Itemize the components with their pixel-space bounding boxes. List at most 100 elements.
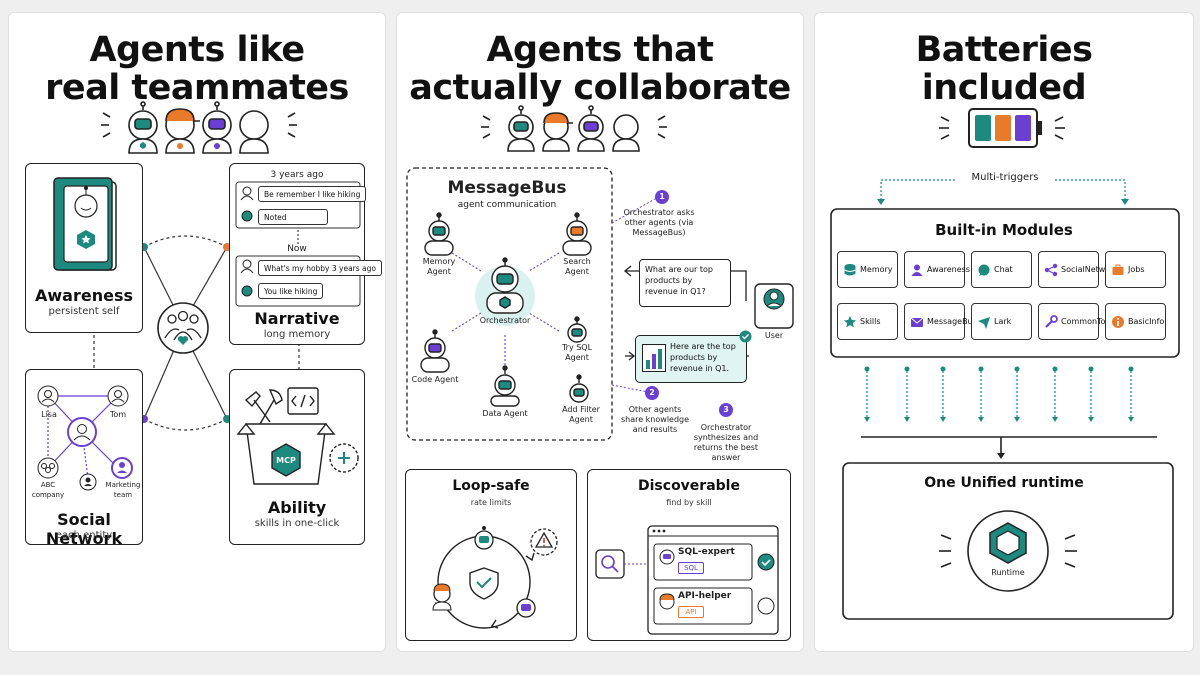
person-icon — [911, 264, 923, 276]
skill-tag: SQL — [678, 562, 704, 574]
awareness-card: Awareness persistent self — [25, 163, 143, 333]
agent-label: Search Agent — [563, 257, 591, 276]
runtime-label: Runtime — [991, 568, 1025, 577]
person-orange-cap-icon — [165, 108, 200, 154]
node-label: Lisa — [41, 410, 57, 419]
loop-safe-subtitle: rate limits — [470, 498, 512, 507]
connector-arrowhead — [1128, 417, 1134, 422]
briefcase-icon — [1112, 264, 1124, 275]
avatar-center-icon — [67, 417, 97, 447]
person-plain-icon — [239, 110, 269, 154]
connector-dot — [904, 366, 910, 372]
step-2-text: Other agents share knowledge and results — [620, 405, 690, 434]
connector-arrowhead — [904, 417, 910, 422]
message-bubble: You like hiking — [258, 283, 324, 299]
node-label: Tom — [109, 410, 127, 419]
network-lines — [93, 235, 300, 431]
module-label: CommonTools — [1061, 317, 1117, 326]
module-label: Skills — [860, 317, 881, 326]
search-icon — [595, 549, 625, 579]
now-label: Now — [287, 244, 307, 254]
awareness-subtitle: persistent self — [48, 306, 120, 317]
title-line-1: Agents like — [89, 30, 305, 70]
module-label: MessageBus — [927, 317, 977, 326]
passport-icon — [53, 177, 117, 271]
skill-name: API-helper — [678, 591, 732, 601]
skill-name: SQL-expert — [678, 547, 735, 557]
node-label: Marketing team — [105, 481, 141, 499]
answer-bubble: Here are the top products by revenue in … — [635, 330, 752, 383]
info-icon — [1112, 315, 1124, 328]
module-messagebus: MessageBus — [904, 303, 977, 340]
module-chat: Chat — [971, 251, 1032, 288]
wrench-icon — [1045, 314, 1058, 328]
messagebus-frame — [406, 167, 613, 441]
mcp-badge-icon — [271, 443, 301, 477]
user-avatar-icon — [240, 186, 254, 201]
step-1-text: Orchestrator asks other agents (via Mess… — [623, 208, 695, 237]
filter-agent-icon — [569, 374, 589, 403]
robots-row — [101, 101, 297, 154]
narrative-title: Narrative — [254, 309, 340, 328]
search-agent-icon — [562, 212, 592, 256]
module-socialnetwork: SocialNetwork — [1038, 251, 1118, 288]
ability-title: Ability — [267, 498, 327, 517]
connector-dot — [1052, 366, 1058, 372]
module-label: Lark — [994, 317, 1012, 326]
panel-title: Batteries included — [815, 31, 1193, 107]
ability-subtitle: skills in one-click — [254, 518, 340, 529]
step-1-badge: 1 — [655, 190, 669, 204]
send-icon — [978, 316, 990, 329]
user-label: User — [764, 331, 784, 340]
bot-purple-icon — [202, 101, 232, 154]
bot-purple-icon — [577, 105, 605, 152]
connector-arrowhead — [1052, 417, 1058, 422]
connector-arrowhead — [1088, 417, 1094, 422]
module-commontools: CommonTools — [1038, 303, 1117, 340]
data-agent-icon — [490, 365, 520, 407]
person-api-icon — [659, 593, 675, 610]
loop-safe-title: Loop-safe — [452, 478, 530, 494]
selected-check-icon — [757, 553, 775, 571]
title-line-2: actually collaborate — [409, 68, 791, 108]
module-label: Awareness — [927, 265, 970, 274]
mail-icon — [910, 317, 924, 327]
agent-label: Memory Agent — [422, 257, 456, 276]
module-memory: Memory — [837, 251, 898, 288]
connector-arrowhead — [1014, 417, 1020, 422]
user-avatar-icon — [240, 259, 254, 274]
connector-dot — [1014, 366, 1020, 372]
node-label: ABC company — [31, 481, 65, 499]
user-icon — [754, 283, 794, 329]
mcp-label: MCP — [276, 456, 296, 465]
title-line-2: real teammates — [45, 68, 349, 108]
unselected-circle-icon — [757, 597, 775, 615]
warning-icon — [530, 528, 558, 556]
step-2-badge: 2 — [645, 386, 659, 400]
connector-arrowhead — [940, 417, 946, 422]
team-center-icon — [157, 302, 209, 354]
runtime-title: One Unified runtime — [924, 475, 1084, 491]
code-agent-icon — [420, 329, 450, 373]
bot-purple-icon — [516, 598, 536, 618]
module-awareness: Awareness — [904, 251, 970, 288]
down-arrows — [864, 366, 1134, 422]
panel2-graphics — [406, 105, 794, 441]
bot-top-icon — [474, 526, 494, 550]
messagebus-subtitle: agent communication — [457, 200, 557, 210]
agent-label: Orchestrator — [479, 316, 531, 325]
bot-avatar-icon — [241, 285, 253, 297]
connector-dot — [864, 366, 870, 372]
step-3-badge: 3 — [719, 403, 733, 417]
time-label: 3 years ago — [270, 170, 324, 180]
loop-safe-card: Loop-safe rate limits — [405, 469, 577, 641]
title-line-1: Batteries — [915, 30, 1093, 70]
social-network-card: Lisa Tom ABC company Marketing team Soci… — [25, 369, 143, 548]
modules-title: Built-in Modules — [935, 221, 1073, 239]
shield-check-icon — [469, 567, 499, 600]
person-orange-cap-icon — [542, 112, 573, 152]
avatar-marketing-icon — [111, 457, 133, 479]
panel-title: Agents like real teammates — [9, 31, 385, 107]
agent-label: Code Agent — [411, 375, 459, 384]
connector-dot — [978, 366, 984, 372]
